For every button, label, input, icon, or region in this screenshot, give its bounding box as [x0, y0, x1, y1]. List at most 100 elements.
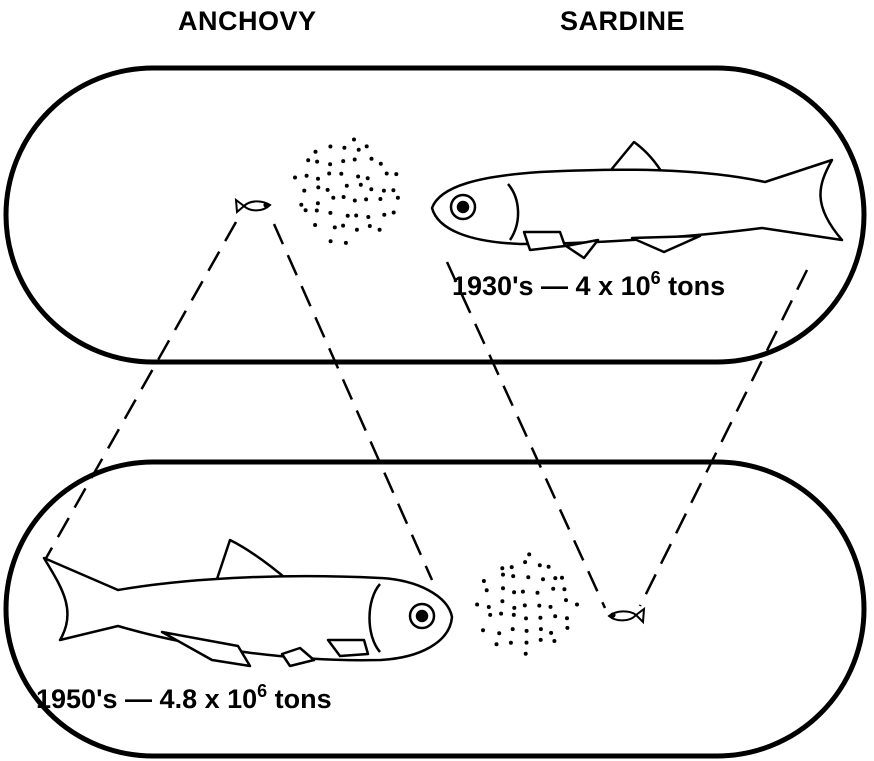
plankton-dot	[370, 157, 374, 161]
bottom-value: 4.8 x 10	[160, 684, 258, 714]
plankton-dot	[316, 177, 320, 181]
small-anchovy-icon	[236, 200, 270, 212]
plankton-dot	[562, 587, 566, 591]
plankton-dot	[549, 631, 553, 635]
plankton-dot	[497, 631, 501, 635]
plankton-dot	[523, 560, 527, 564]
plankton-dot	[512, 613, 516, 617]
bottom-panel-caption: 1950's — 4.8 x 106 tons	[36, 681, 332, 715]
plankton-dot	[500, 566, 504, 570]
plankton-dot	[305, 174, 309, 178]
plankton-dot	[575, 603, 579, 607]
plankton-dot	[315, 209, 319, 213]
plankton-dot	[537, 604, 541, 608]
plankton-dot	[510, 565, 514, 569]
plankton-dot	[328, 162, 332, 166]
anchovy-connector-right	[274, 224, 432, 580]
anchovy-connector-left	[45, 222, 236, 560]
top-period-label: 1930's	[452, 271, 534, 301]
plankton-dot	[541, 577, 545, 581]
plankton-dot	[369, 187, 373, 191]
plankton-dot	[482, 579, 486, 583]
plankton-dot	[378, 228, 382, 232]
plankton-dot	[509, 641, 513, 645]
plankton-dot	[499, 612, 503, 616]
plankton-dot	[495, 642, 499, 646]
plankton-dot	[333, 225, 337, 229]
plankton-dot	[547, 565, 551, 569]
plankton-dot	[353, 199, 357, 203]
plankton-dot	[394, 172, 398, 176]
plankton-dot	[565, 616, 569, 620]
bottom-exponent: 6	[257, 681, 267, 701]
plankton-dot	[382, 189, 386, 193]
small-sardine-icon	[609, 609, 644, 622]
plankton-dot	[356, 175, 360, 179]
plankton-dot	[487, 605, 491, 609]
plankton-dot	[306, 158, 310, 162]
plankton-dot	[564, 598, 568, 602]
plankton-dot	[560, 576, 564, 580]
plankton-dot	[525, 641, 529, 645]
plankton-dot	[366, 176, 370, 180]
plankton-dot	[553, 614, 557, 618]
plankton-dot	[539, 638, 543, 642]
plankton-dot	[302, 189, 306, 193]
sardine-connector-right	[640, 270, 807, 606]
plankton-dot	[553, 576, 557, 580]
plankton-dot	[342, 146, 346, 150]
plankton-dot	[392, 211, 396, 215]
top-value: 4 x 10	[576, 271, 651, 301]
plankton-dot	[524, 616, 528, 620]
plankton-dot	[378, 197, 382, 201]
plankton-dot	[500, 599, 504, 603]
plankton-dot	[353, 158, 357, 162]
plankton-dot	[365, 144, 369, 148]
top-dash: —	[541, 271, 568, 301]
plankton-dot	[551, 587, 555, 591]
plankton-dot	[328, 145, 332, 149]
plankton-dot	[368, 224, 372, 228]
plankton-dot	[327, 172, 331, 176]
plankton-dot	[501, 573, 505, 577]
plankton-dot	[293, 176, 297, 180]
plankton-dot	[299, 203, 303, 207]
sardine-connector-left	[447, 262, 605, 608]
plankton-dot	[364, 197, 368, 201]
plankton-dot	[355, 228, 359, 232]
plankton-dot	[521, 590, 525, 594]
plankton-dot	[391, 188, 395, 192]
plankton-dot	[481, 628, 485, 632]
plankton-dot	[341, 224, 345, 228]
top-exponent: 6	[651, 268, 661, 288]
plankton-dot	[314, 150, 318, 154]
plankton-dot	[304, 208, 308, 212]
plankton-dot	[385, 172, 389, 176]
plankton-dot	[552, 639, 556, 643]
top-panel-caption: 1930's — 4 x 106 tons	[452, 268, 725, 302]
plankton-dot	[512, 606, 516, 610]
plankton-dot	[379, 162, 383, 166]
plankton-dot	[344, 241, 348, 245]
plankton-dot	[352, 138, 356, 142]
plankton-dot	[525, 629, 529, 633]
plankton-dot	[511, 574, 515, 578]
large-sardine-icon	[432, 142, 842, 258]
bottom-dash: —	[125, 684, 152, 714]
plankton-dot	[565, 626, 569, 630]
plankton-dot	[396, 196, 400, 200]
plankton-dot	[527, 552, 531, 556]
bottom-period-label: 1950's	[36, 684, 118, 714]
plankton-dot	[475, 603, 479, 607]
plankton-dot	[488, 613, 492, 617]
bottom-unit: tons	[275, 684, 332, 714]
plankton-dot	[342, 195, 346, 199]
plankton-dot	[316, 185, 320, 189]
plankton-dot	[511, 627, 515, 631]
plankton-dot	[329, 239, 333, 243]
plankton-dot	[501, 586, 505, 590]
plankton-dot	[339, 172, 343, 176]
plankton-dot	[346, 214, 350, 218]
large-anchovy-icon	[44, 540, 452, 666]
